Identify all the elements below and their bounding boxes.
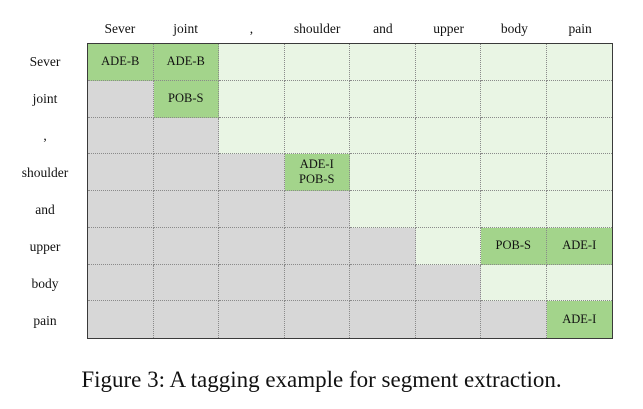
empty-cell	[546, 191, 612, 228]
masked-cell	[153, 154, 219, 191]
masked-cell	[88, 191, 154, 228]
tag-cell: ADE-B	[88, 44, 154, 81]
tag-label: ADE-B	[166, 54, 205, 69]
column-header: Sever	[104, 21, 136, 36]
masked-cell	[284, 264, 350, 302]
empty-cell	[546, 44, 612, 81]
tag-cell: ADE-I	[546, 301, 612, 338]
masked-cell	[88, 154, 154, 191]
tag-label: ADE-I	[562, 238, 597, 253]
empty-cell	[481, 44, 547, 81]
empty-cell	[546, 117, 612, 155]
tag-label: POB-S	[495, 238, 531, 253]
tag-cell: POB-S	[481, 227, 547, 265]
masked-cell	[219, 264, 285, 302]
row-header: and	[35, 201, 55, 217]
masked-cell	[153, 191, 219, 228]
empty-cell	[415, 44, 481, 81]
column-header: shoulder	[293, 21, 341, 36]
masked-cell	[153, 264, 219, 302]
empty-cell	[350, 44, 416, 81]
masked-cell	[88, 117, 154, 155]
tag-cell: POB-S	[153, 80, 219, 118]
empty-cell	[415, 191, 481, 228]
row-header: upper	[29, 238, 61, 254]
empty-cell	[481, 264, 547, 302]
empty-cell	[481, 80, 547, 118]
empty-cell	[415, 227, 481, 265]
empty-cell	[415, 117, 481, 155]
figure-caption: Figure 3: A tagging example for segment …	[81, 367, 562, 392]
empty-cell	[284, 44, 350, 81]
row-header: Sever	[29, 53, 61, 69]
masked-cell	[219, 154, 285, 191]
masked-cell	[284, 191, 350, 228]
empty-cell	[350, 191, 416, 228]
masked-cell	[88, 227, 154, 265]
tag-label: ADE-I	[299, 157, 334, 172]
row-header: pain	[33, 312, 57, 328]
masked-cell	[153, 117, 219, 155]
empty-cell	[415, 80, 481, 118]
masked-cell	[88, 80, 154, 118]
masked-cell	[350, 301, 416, 338]
masked-cell	[219, 191, 285, 228]
empty-cell	[350, 80, 416, 118]
empty-cell	[546, 80, 612, 118]
empty-cell	[546, 154, 612, 191]
masked-cell	[284, 227, 350, 265]
masked-cell	[88, 301, 154, 338]
empty-cell	[481, 117, 547, 155]
tag-label: POB-S	[299, 172, 335, 187]
column-header: ,	[249, 21, 254, 36]
row-header: shoulder	[21, 164, 69, 180]
tag-cell: ADE-I	[546, 227, 612, 265]
row-header: ,	[43, 127, 47, 143]
masked-cell	[350, 227, 416, 265]
masked-cell	[88, 264, 154, 302]
empty-cell	[350, 154, 416, 191]
empty-cell	[219, 80, 285, 118]
column-header: and	[373, 21, 393, 36]
masked-cell	[153, 301, 219, 338]
column-header: body	[500, 21, 528, 36]
empty-cell	[481, 191, 547, 228]
column-header: pain	[568, 21, 592, 36]
empty-cell	[481, 154, 547, 191]
masked-cell	[415, 301, 481, 338]
masked-cell	[284, 301, 350, 338]
masked-cell	[219, 301, 285, 338]
empty-cell	[284, 80, 350, 118]
masked-cell	[219, 227, 285, 265]
column-header: joint	[173, 21, 198, 36]
tag-label: POB-S	[168, 91, 204, 106]
row-header: joint	[32, 90, 58, 106]
tag-label: ADE-B	[101, 54, 140, 69]
masked-cell	[415, 264, 481, 302]
column-header: upper	[433, 21, 464, 36]
masked-cell	[481, 301, 547, 338]
tag-label: ADE-I	[562, 312, 597, 327]
empty-cell	[350, 117, 416, 155]
masked-cell	[350, 264, 416, 302]
masked-cell	[153, 227, 219, 265]
empty-cell	[284, 117, 350, 155]
empty-cell	[219, 117, 285, 155]
row-header: body	[31, 275, 59, 291]
empty-cell	[546, 264, 612, 302]
empty-cell	[219, 44, 285, 81]
empty-cell	[415, 154, 481, 191]
tag-cell: ADE-B	[153, 44, 219, 81]
